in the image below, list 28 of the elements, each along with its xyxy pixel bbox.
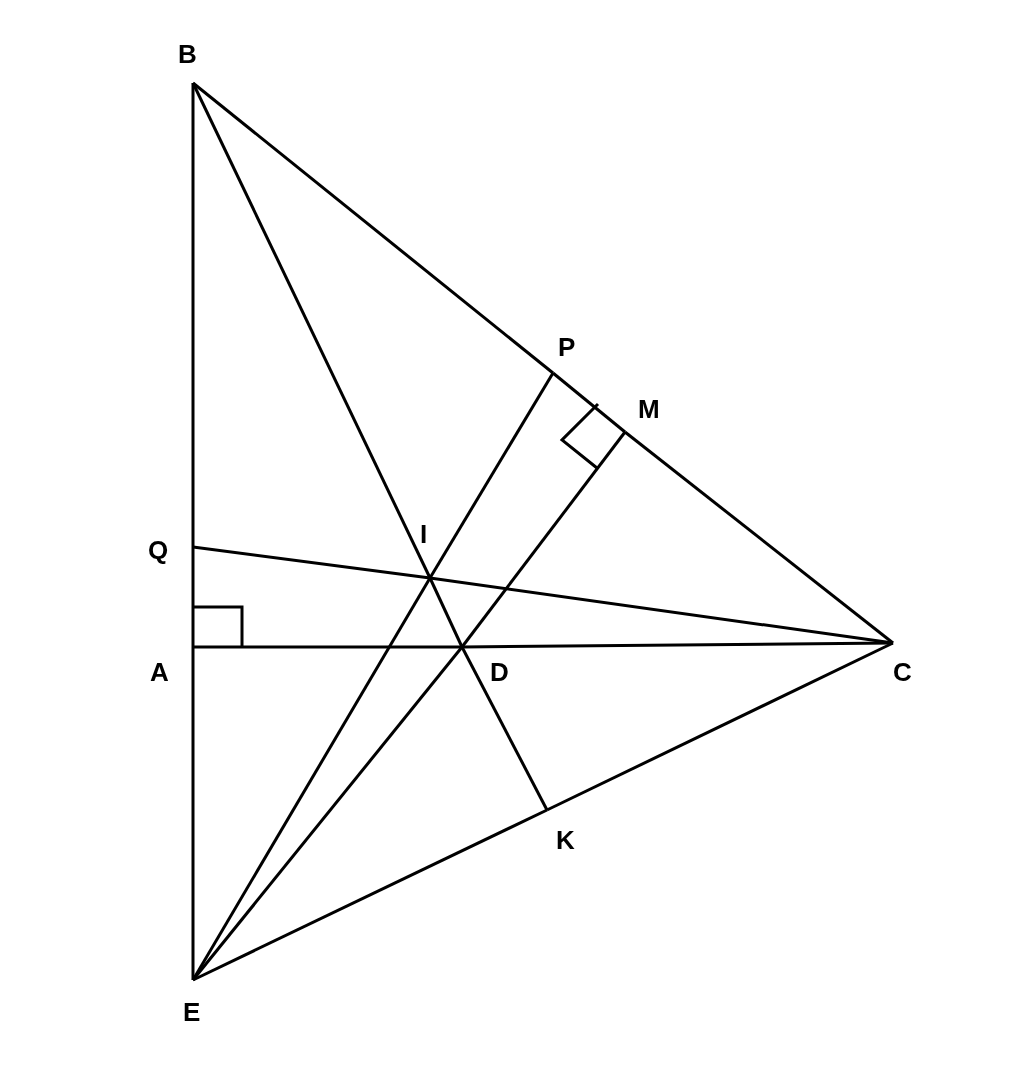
line-segment	[552, 371, 626, 434]
line-segment	[462, 641, 893, 649]
line-segment	[624, 430, 894, 645]
point-label: D	[490, 658, 509, 686]
line-segment	[191, 646, 464, 981]
point-label: C	[893, 658, 912, 686]
line-segment	[193, 645, 462, 649]
line-segment	[429, 576, 894, 645]
point-label: I	[420, 520, 428, 548]
point-label: M	[638, 395, 660, 423]
line-segment	[428, 372, 555, 579]
point-label: K	[556, 826, 575, 854]
line-segment	[546, 641, 894, 812]
point-label: B	[178, 40, 197, 68]
line-segment	[192, 808, 548, 982]
line-segment	[191, 647, 195, 980]
point-label: E	[183, 998, 201, 1026]
line-segment	[460, 431, 627, 648]
line-segment	[192, 545, 431, 580]
point-label: P	[558, 333, 576, 361]
line-segment	[191, 83, 195, 547]
line-segment	[428, 577, 464, 648]
line-segment	[191, 82, 432, 579]
point-label: A	[150, 658, 169, 686]
line-segment	[192, 81, 554, 375]
line-segment	[191, 547, 195, 647]
line-segment	[460, 646, 549, 811]
point-label: Q	[148, 536, 169, 564]
